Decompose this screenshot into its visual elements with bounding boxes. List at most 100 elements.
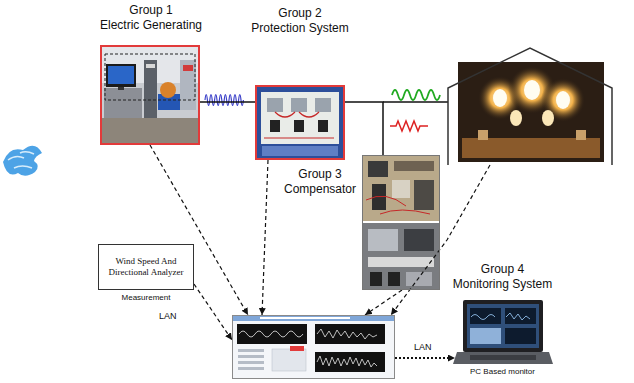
compensator-photo-part bbox=[362, 155, 440, 221]
laptop-frame bbox=[455, 300, 550, 366]
screen-frame bbox=[232, 315, 395, 379]
reactive-waveform bbox=[390, 121, 428, 131]
protection-photo-part bbox=[318, 120, 328, 132]
laptop-part bbox=[471, 313, 530, 320]
wind-icon-part bbox=[3, 146, 42, 176]
compensator-photo bbox=[362, 155, 440, 290]
load-monitor-link-part bbox=[391, 165, 490, 315]
generator-photo-part bbox=[180, 60, 196, 110]
analysis-software-screen-part bbox=[239, 331, 303, 337]
group-title: Compensator bbox=[280, 182, 360, 196]
protection-photo-part bbox=[270, 120, 280, 132]
protection-photo-part bbox=[294, 120, 304, 132]
protection-group: Group 2Protection System bbox=[240, 3, 360, 161]
compensator-photo-part bbox=[406, 272, 432, 286]
protection-photo-part bbox=[264, 112, 334, 138]
wind-icon bbox=[3, 146, 42, 176]
group-title: Monitoring System bbox=[445, 277, 560, 291]
generator-photo-part bbox=[106, 64, 136, 87]
load-house bbox=[448, 48, 612, 165]
analysis-software-screen-part bbox=[237, 324, 307, 344]
generator-photo-part bbox=[146, 64, 155, 68]
load-house-part bbox=[556, 91, 570, 109]
generator-photo-part bbox=[100, 45, 200, 145]
protection-photo-part bbox=[262, 146, 338, 156]
analysis-software-screen-part bbox=[238, 349, 264, 352]
group-number: Group 4 bbox=[445, 262, 560, 276]
compensator-photo-part bbox=[366, 196, 430, 214]
compensator-photo-part bbox=[370, 272, 382, 286]
group-number: Group 1 bbox=[92, 3, 210, 17]
laptop-part bbox=[470, 328, 501, 344]
analysis-software-screen-part bbox=[238, 355, 264, 358]
laptop-part bbox=[453, 352, 553, 364]
protection-photo-part bbox=[291, 98, 307, 112]
laptop-part bbox=[470, 355, 536, 360]
monitoring-group: Group 4Monitoring System PC Based monitor bbox=[445, 262, 560, 380]
load-house-part bbox=[458, 62, 604, 162]
load-monitor-link bbox=[391, 165, 490, 315]
analysis-software-screen-part bbox=[317, 356, 377, 367]
generator-photo-part bbox=[100, 118, 200, 145]
generator-photo-part bbox=[104, 88, 142, 118]
generator-photo-part bbox=[118, 87, 124, 90]
analysis-software-screen bbox=[232, 315, 395, 379]
compensator-photo-part bbox=[404, 229, 434, 251]
main-wire-part bbox=[383, 101, 448, 103]
clean-waveform bbox=[392, 90, 440, 100]
monitor-caption: PC Based monitor bbox=[445, 367, 560, 377]
clean-waveform-part bbox=[392, 90, 440, 100]
monitoring-software bbox=[232, 315, 395, 379]
data-link bbox=[262, 160, 268, 315]
load-house-part bbox=[510, 110, 522, 126]
generator-group: Group 1Electric Generating bbox=[92, 3, 210, 147]
generator-photo-part bbox=[160, 82, 176, 98]
protection-photo-part bbox=[255, 85, 345, 160]
generator-waveform bbox=[205, 95, 243, 106]
generator-photo-part bbox=[183, 65, 193, 71]
compensator-photo-part bbox=[368, 229, 398, 251]
analysis-software-screen-part bbox=[315, 352, 385, 372]
group-number: Group 2 bbox=[240, 6, 360, 20]
analysis-software-screen-part bbox=[290, 346, 304, 351]
compensator-photo-part bbox=[392, 180, 410, 198]
generator-photo-part bbox=[105, 54, 195, 100]
protection-photo bbox=[255, 85, 345, 160]
protection-photo-part bbox=[315, 98, 331, 112]
analyzer-name: Wind Speed And Directional Analyzer bbox=[102, 256, 190, 278]
data-link bbox=[365, 290, 402, 315]
wind-icon-part bbox=[8, 152, 34, 168]
reactive-waveform-part bbox=[390, 121, 428, 131]
compensator-photo-part bbox=[414, 180, 434, 210]
load-house-part bbox=[542, 110, 554, 126]
load-house-part bbox=[576, 130, 586, 140]
load-house-part bbox=[493, 89, 507, 107]
group-number: Group 3 bbox=[280, 167, 360, 181]
power-line bbox=[345, 102, 383, 155]
analyzer: Wind Speed And Directional AnalyzerMeasu… bbox=[98, 244, 194, 306]
analysis-software-screen-part bbox=[315, 324, 385, 344]
compensator-photo-part bbox=[362, 223, 440, 290]
compensator-photo-part bbox=[368, 257, 434, 267]
generator-photo-part bbox=[144, 60, 157, 118]
power-line bbox=[200, 101, 255, 103]
generator-photo bbox=[100, 45, 200, 145]
laptop-part bbox=[505, 328, 536, 344]
generator-waveform-part bbox=[205, 95, 243, 106]
photo-frame bbox=[100, 45, 200, 145]
data-link bbox=[194, 284, 232, 340]
photo-frame bbox=[362, 155, 440, 290]
analysis-software-screen-part bbox=[260, 317, 350, 319]
analysis-software-screen-part bbox=[232, 315, 395, 379]
analyzer-caption: Measurement bbox=[98, 293, 194, 303]
laptop-part bbox=[463, 300, 543, 352]
edge-label: LAN bbox=[158, 311, 178, 322]
protection-photo-part bbox=[261, 92, 339, 144]
analysis-software-screen-part bbox=[238, 367, 264, 370]
analysis-software-screen-part bbox=[317, 329, 377, 339]
group-title: Electric Generating bbox=[92, 18, 210, 32]
data-link bbox=[395, 357, 455, 359]
analysis-software-screen-part bbox=[238, 361, 264, 364]
laptop-part bbox=[467, 304, 539, 348]
